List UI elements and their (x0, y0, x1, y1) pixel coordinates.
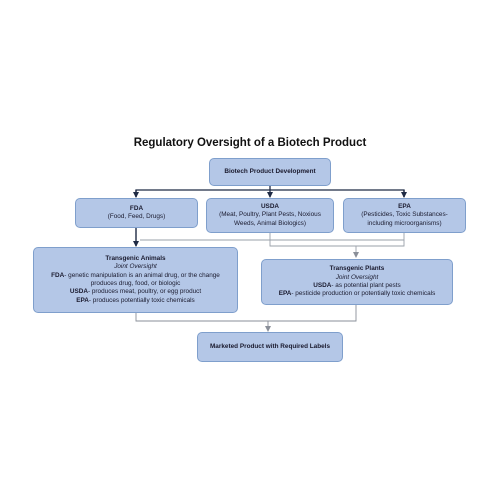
plants-label: Transgenic Plants (329, 265, 385, 273)
animals-usda-line: USDA- produces meat, poultry, or egg pro… (70, 288, 201, 296)
animals-fda-line1: FDA- genetic manipulation is an animal d… (51, 272, 220, 280)
transgenic-animals-box: Transgenic Animals Joint Oversight FDA- … (33, 247, 238, 313)
animals-usda-text: - produces meat, poultry, or egg product (87, 288, 202, 296)
animals-epa-line: EPA- produces potentially toxic chemical… (76, 297, 195, 305)
marketed-product-box: Marketed Product with Required Labels (197, 332, 343, 362)
fda-sub: (Food, Feed, Drugs) (107, 213, 166, 220)
to-marketed-connector (135, 305, 357, 332)
plants-usda-text: - as potential plant pests (331, 282, 401, 289)
animals-fda-text2: produces drug, food, or biologic (90, 280, 181, 287)
plants-epa-key: EPA (278, 290, 292, 298)
animals-fda-text1: - genetic manipulation is an animal drug… (64, 271, 220, 279)
plants-oversight: Joint Oversight (335, 273, 379, 281)
diagram-title: Regulatory Oversight of a Biotech Produc… (133, 137, 367, 149)
plants-epa-line: EPA- pesticide production or potentially… (279, 290, 436, 298)
epa-sub-line1: (Pesticides, Toxic Substances- (361, 211, 448, 219)
agencies-to-plants-connector (269, 240, 405, 258)
development-label: Biotech Product Development (224, 167, 316, 175)
usda-sub-line2: Weeds, Animal Biologics) (234, 219, 306, 227)
transgenic-plants-box: Transgenic Plants Joint Oversight USDA- … (261, 259, 453, 305)
usda-sub-line1: (Meat, Poultry, Plant Pests, Noxious (219, 211, 321, 219)
animals-label: Transgenic Animals (105, 255, 166, 263)
plants-usda-line: USDA- as potential plant pests (313, 282, 400, 290)
animals-usda-key: USDA (69, 288, 88, 296)
biotech-product-development-box: Biotech Product Development (209, 158, 331, 186)
fda-box: FDA (Food, Feed, Drugs) (75, 198, 198, 228)
epa-label: EPA (398, 203, 411, 211)
animals-epa-text: - produces potentially toxic chemicals (88, 296, 195, 304)
epa-box: EPA (Pesticides, Toxic Substances- inclu… (343, 198, 466, 233)
plants-usda-key: USDA (313, 282, 332, 289)
plants-epa-text: - pesticide production or potentially to… (291, 290, 436, 298)
fda-label: FDA (129, 204, 144, 212)
dev-to-agencies-connector (133, 186, 407, 198)
usda-label: USDA (260, 203, 280, 211)
animals-fda-key: FDA (51, 271, 65, 279)
epa-sub-line2: including microorganisms) (367, 219, 442, 227)
animals-oversight: Joint Oversight (114, 263, 157, 271)
marketed-label: Marketed Product with Required Labels (209, 342, 331, 350)
usda-box: USDA (Meat, Poultry, Plant Pests, Noxiou… (206, 198, 334, 233)
animals-epa-key: EPA (76, 296, 89, 304)
